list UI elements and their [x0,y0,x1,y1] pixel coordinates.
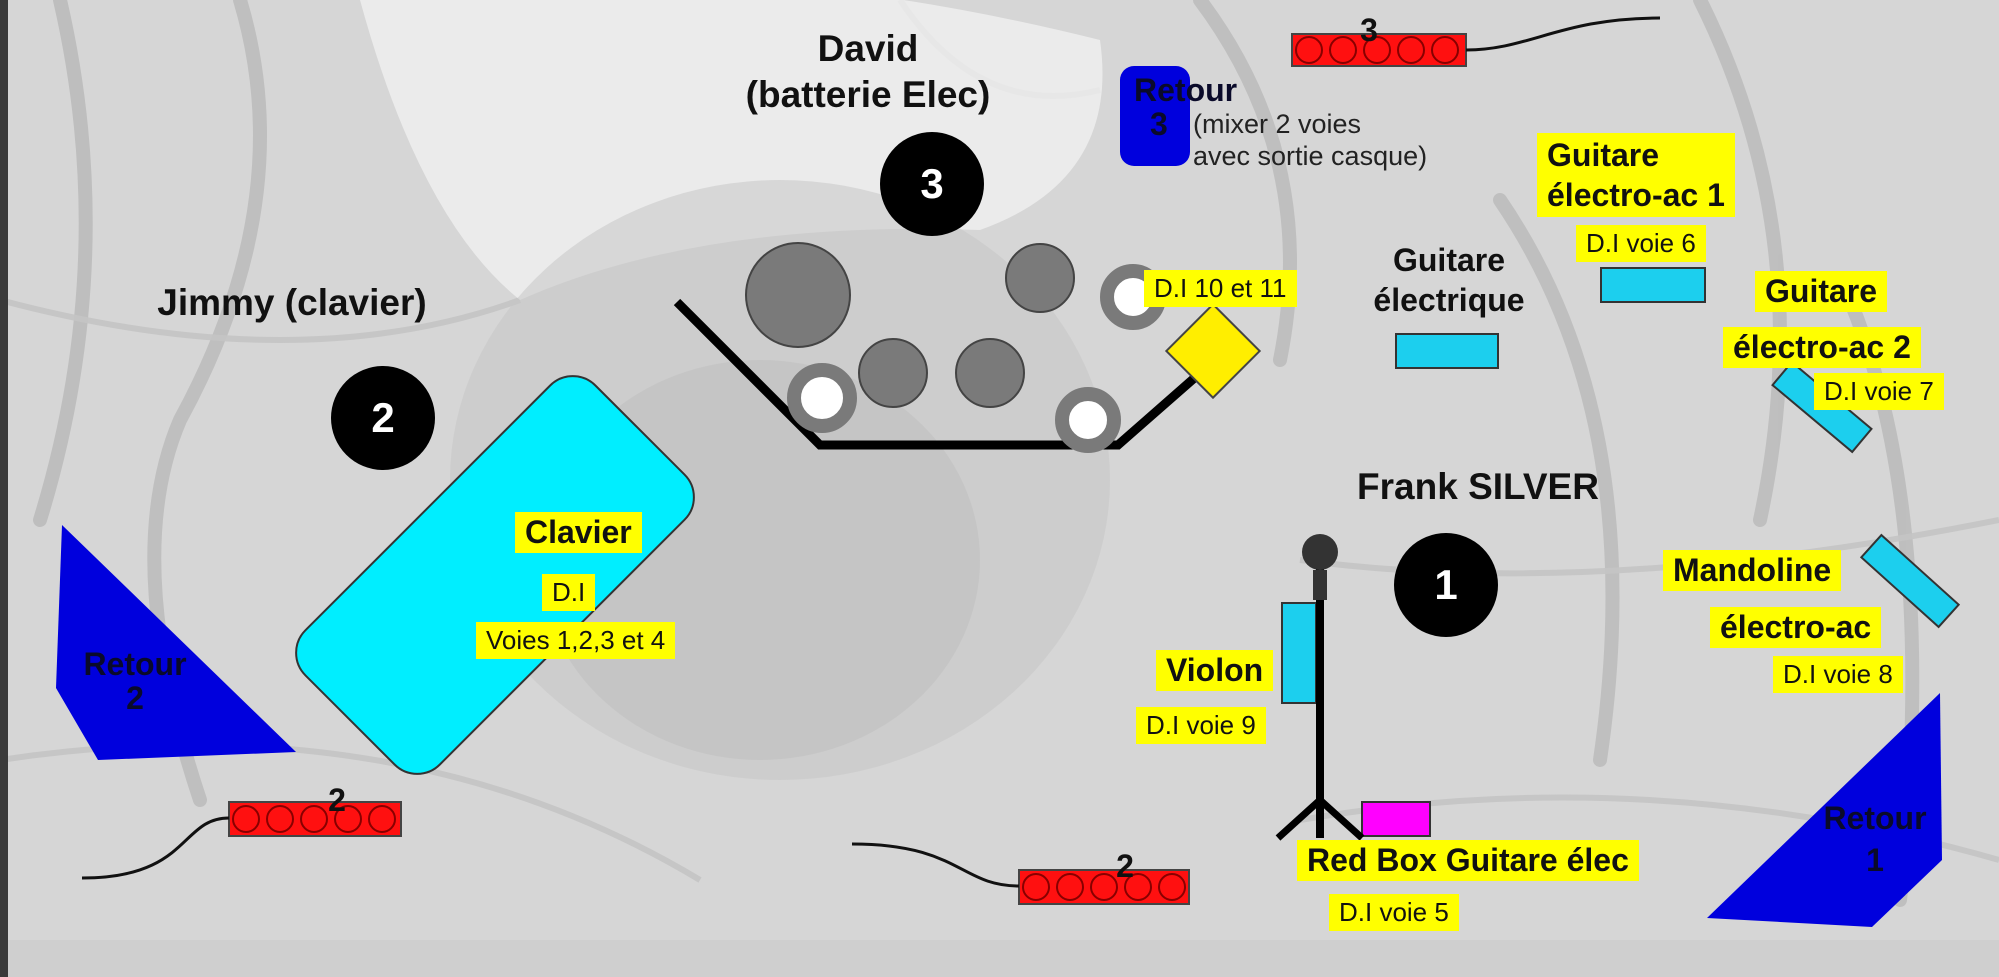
guitare-ea2-di: D.I voie 7 [1814,373,1944,410]
drum-pad [745,242,851,348]
redbox-label: Red Box Guitare élec [1297,840,1639,881]
drum-pad [858,338,928,408]
keyboard-di-label: D.I [542,574,596,611]
drum-di-label: D.I 10 et 11 [1144,270,1297,307]
power-strip-top [1291,16,1661,67]
retour3-note: (mixer 2 voies avec sortie casque) [1193,109,1428,172]
guitare-ea2-line2: électro-ac 2 [1723,327,1921,368]
mandoline-line2: électro-ac [1710,607,1882,648]
power-strip-bottom-number: 2 [1116,848,1134,884]
guitare-ea2-line1: Guitare [1755,271,1888,312]
monitor-retour2 [56,525,296,760]
drum-pad [955,338,1025,408]
keyboard-channels-label: Voies 1,2,3 et 4 [476,622,676,659]
di-box-guitare-ea1 [1600,267,1706,303]
musician-frank: Frank SILVER [1357,466,1599,507]
guitare-ea1-di: D.I voie 6 [1576,225,1706,262]
drum-pad [1005,243,1075,313]
di-box-mandoline [1859,533,1961,629]
cymbal [787,363,857,433]
musician-jimmy: Jimmy (clavier) [157,282,427,323]
violon-label: Violon [1156,650,1274,691]
violon-di: D.I voie 9 [1136,707,1266,744]
power-strip-top-number: 3 [1360,12,1378,48]
monitor-retour3 [1120,66,1190,166]
musician-david: David (batterie Elec) [745,28,991,116]
di-box-guitare-electrique [1395,333,1499,369]
mandoline-line1: Mandoline [1663,550,1842,591]
cymbal [1055,387,1121,453]
monitor-retour1 [1707,693,1942,927]
drum-di-box [1164,302,1262,400]
guitare-electrique-label: Guitare électrique [1373,242,1525,318]
position-number-2: 2 [331,366,435,470]
position-number-3: 3 [880,132,984,236]
di-box-violon [1281,602,1317,704]
left-border [0,0,8,977]
power-strip-left [81,801,402,880]
position-number-1: 1 [1394,533,1498,637]
drum-riser [673,298,1235,450]
microphone [1302,534,1338,570]
keyboard-label: Clavier [515,512,642,553]
redbox-di: D.I voie 5 [1329,894,1459,931]
power-strip-left-number: 2 [328,782,346,818]
power-strip-bottom [851,842,1190,905]
mandoline-di: D.I voie 8 [1773,656,1903,693]
guitare-ea1-label: Guitare électro-ac 1 [1537,133,1735,217]
redbox-shape [1361,801,1431,837]
